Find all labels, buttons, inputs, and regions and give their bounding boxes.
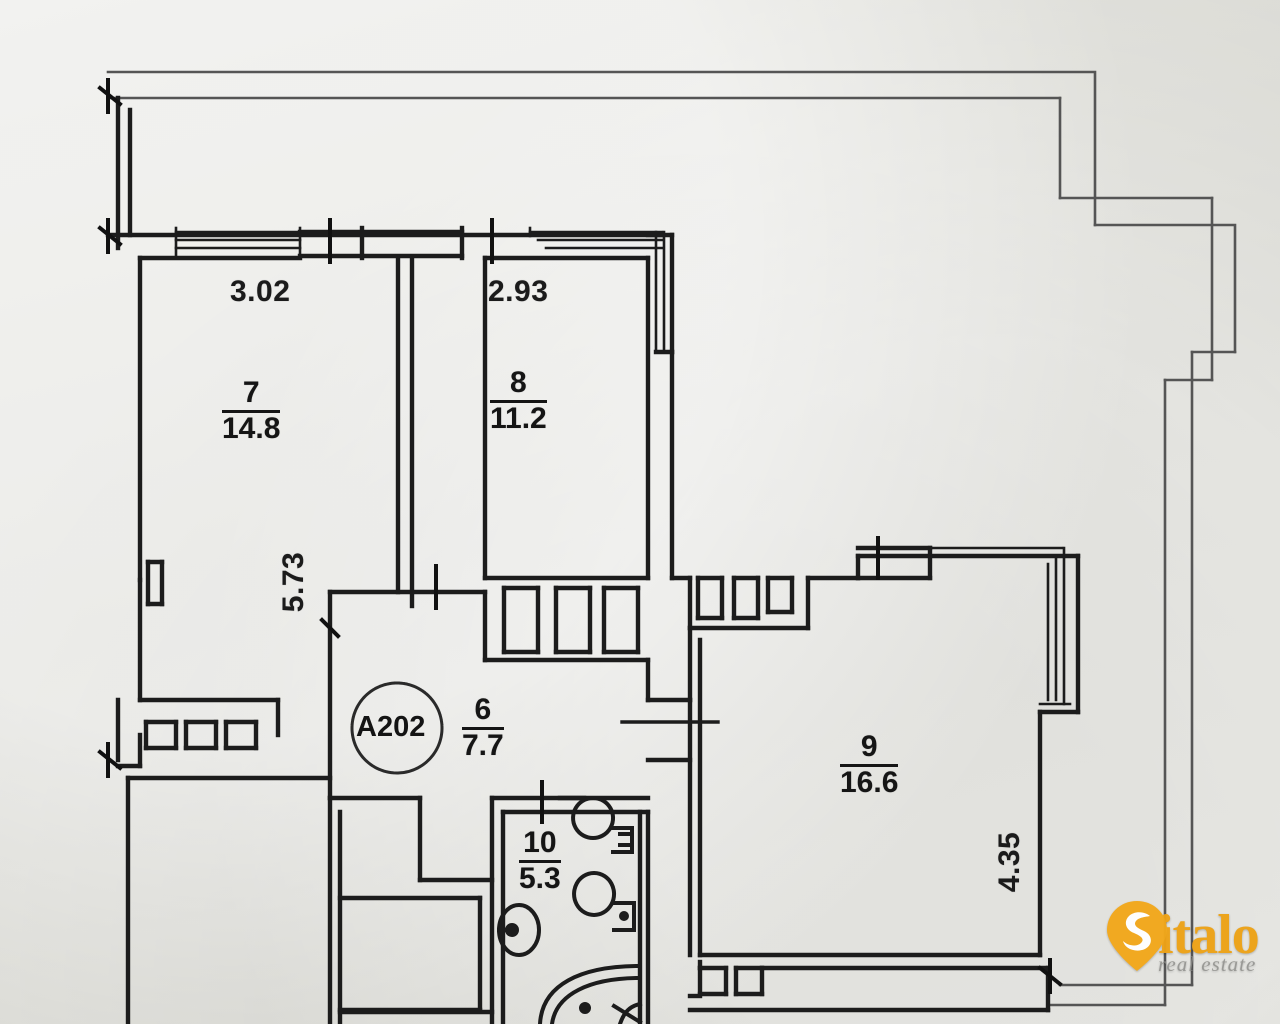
watermark-brand: italo [1158, 904, 1260, 967]
toilet-fixture-upper [571, 796, 615, 840]
watermark-tagline: real estate [1158, 952, 1257, 976]
room-label-8: 8 11.2 [490, 366, 547, 435]
plan-code-circle [350, 681, 444, 775]
bathtub-drain [579, 1002, 591, 1014]
toilet-fixture-lower [572, 871, 617, 917]
building-outline-thin [106, 70, 1237, 1007]
room-label-7: 7 14.8 [222, 376, 281, 445]
dimension-room7-width: 3.02 [230, 275, 291, 308]
room-area: 7.7 [462, 726, 504, 762]
room-number: 6 [474, 693, 492, 726]
dimension-ticks [97, 78, 1063, 994]
room-number: 8 [510, 366, 527, 399]
map-pin-icon [1106, 900, 1168, 972]
room-area: 5.3 [519, 859, 561, 895]
bathroom-fixtures [497, 796, 643, 1024]
dimension-extent-marks [319, 218, 880, 824]
dimension-room9-height: 4.35 [993, 831, 1026, 893]
room-area: 14.8 [222, 409, 281, 445]
bathtub-fixture [537, 963, 643, 1024]
room-label-9: 9 16.6 [840, 730, 899, 799]
plan-code-text: A202 [356, 711, 426, 743]
watermark-logo: italo real estate [1106, 900, 1260, 976]
dimension-room7-height: 5.73 [277, 551, 310, 613]
room-label-6: 6 7.7 [462, 693, 504, 762]
dimension-room8-width: 2.93 [488, 275, 549, 308]
room-area: 16.6 [840, 763, 899, 799]
room-number: 7 [242, 376, 260, 409]
room-label-10: 10 5.3 [519, 826, 561, 895]
room-number: 10 [523, 826, 557, 859]
room-number: 9 [860, 730, 878, 763]
wall-structure-main [105, 95, 1081, 1024]
room-area: 11.2 [490, 399, 547, 435]
